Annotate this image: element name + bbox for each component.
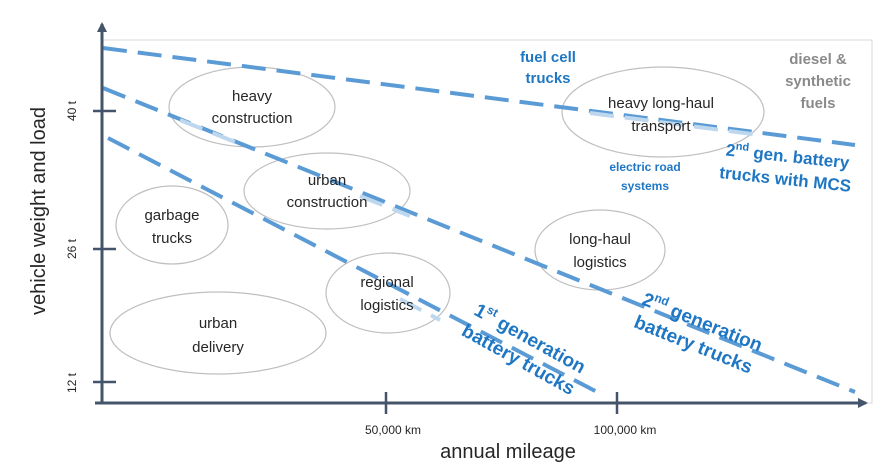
ellipse-heavy-longhaul <box>561 66 765 158</box>
x-tick-label-100k: 100,000 km <box>594 423 657 437</box>
ellipse-heavy-construction <box>168 66 336 148</box>
segment-longhaul-logistics-line2: logistics <box>573 254 626 271</box>
segment-regional-logistics-line1: regional <box>360 274 413 291</box>
segment-regional-logistics-line2: logistics <box>360 297 413 314</box>
ellipse-longhaul-logistics <box>534 209 666 291</box>
ellipse-regional-logistics <box>325 252 451 334</box>
tech-diesel-line2: synthetic <box>785 73 851 90</box>
segment-heavy-construction-line1: heavy <box>232 88 273 105</box>
segment-garbage-trucks-line2: trucks <box>152 230 192 247</box>
x-tick-label-50k: 50,000 km <box>365 423 421 437</box>
ellipse-garbage-trucks <box>115 185 229 265</box>
ellipse-urban-delivery <box>109 291 327 375</box>
tech-gen2-mcs: 2nd gen. battery trucks with MCS <box>718 141 852 196</box>
segment-urban-delivery-line2: delivery <box>192 339 244 356</box>
y-tick-label-12: 12 t <box>65 372 79 393</box>
segment-urban-construction-line2: construction <box>287 194 368 211</box>
ellipse-urban-construction <box>243 152 411 230</box>
y-tick-label-26: 26 t <box>65 238 79 259</box>
tech-fuel-cell-line2: trucks <box>525 70 570 87</box>
boundary-gen1-light <box>399 297 441 322</box>
tech-gen2: 2nd generation battery trucks <box>631 289 765 378</box>
tech-diesel-line3: fuels <box>800 95 835 112</box>
boundary-fuel-cell-light <box>589 111 761 137</box>
y-axis-title: vehicle weight and load <box>28 107 50 315</box>
segment-urban-delivery-line1: urban <box>199 315 237 332</box>
tech-fuel-cell-line1: fuel cell <box>520 49 576 66</box>
x-axis-title: annual mileage <box>440 441 576 463</box>
tech-electric-road-line1: electric road <box>609 160 680 174</box>
segment-heavy-longhaul-line1: heavy long-haul <box>608 95 714 112</box>
boundary-gen1-line <box>107 136 604 397</box>
boundary-fuel-cell-line <box>102 46 856 147</box>
segment-heavy-longhaul-line2: transport <box>631 118 691 135</box>
tech-gen1: 1st generation battery trucks <box>458 300 589 400</box>
segment-heavy-construction-line2: construction <box>212 110 293 127</box>
segment-longhaul-logistics-line1: long-haul <box>569 231 631 248</box>
boundary-gen2-line <box>102 86 856 394</box>
segment-garbage-trucks-line1: garbage <box>144 207 199 224</box>
tech-electric-road-line2: systems <box>621 179 669 193</box>
segment-urban-construction-line1: urban <box>308 172 346 189</box>
boundary-gen2-light-a <box>179 118 241 146</box>
y-tick-label-40: 40 t <box>65 100 79 121</box>
tech-diesel-line1: diesel & <box>789 51 847 68</box>
boundary-gen2-light-b <box>359 194 411 218</box>
